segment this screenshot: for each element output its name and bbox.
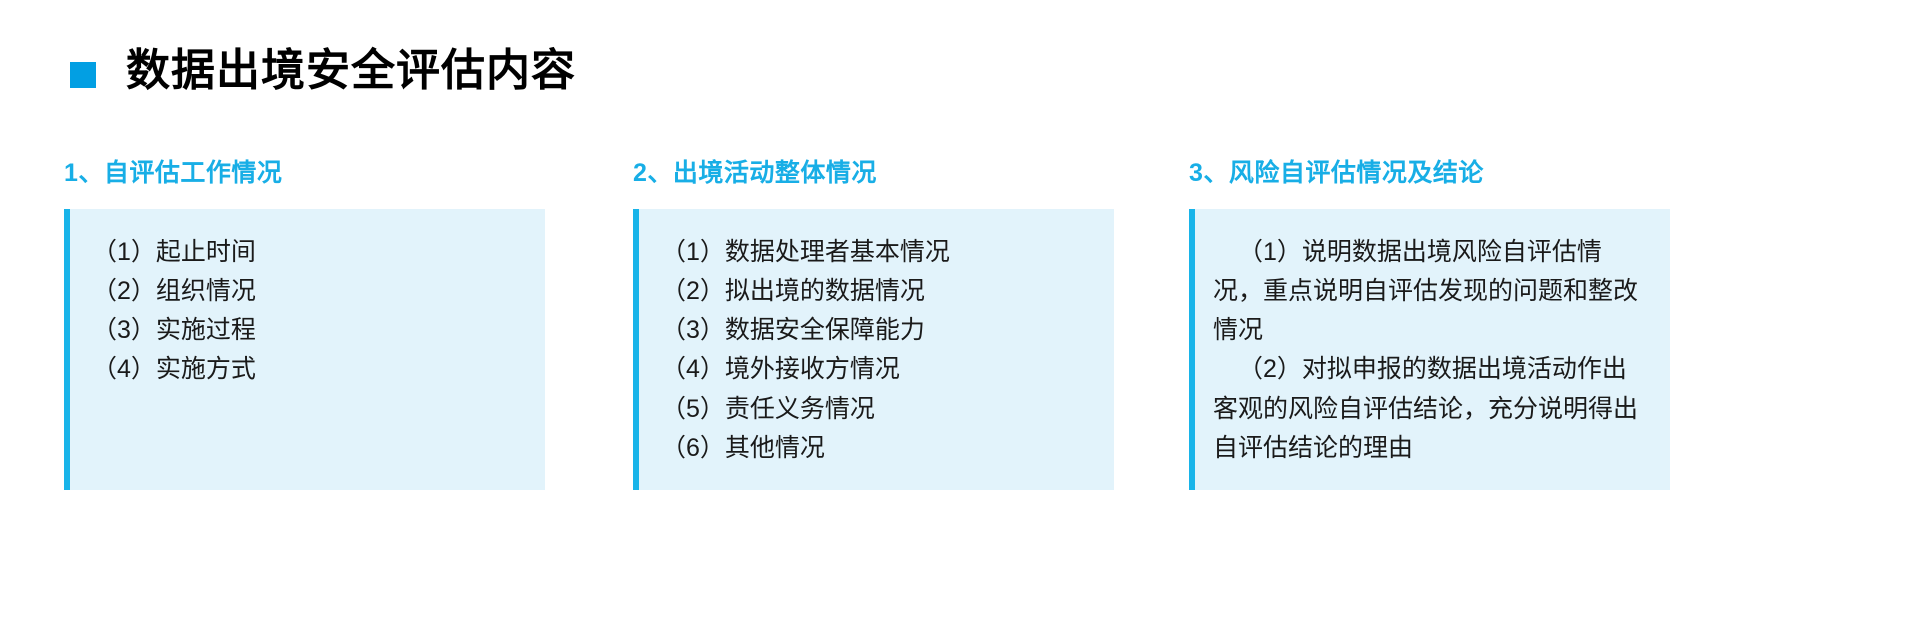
page-title: 数据出境安全评估内容 [126,46,576,95]
list-item: （4）实施方式 [92,355,256,384]
column-self-assessment-work: 1、自评估工作情况 （1）起止时间 （2）组织情况 （3）实施过程 （4）实施方… [64,159,545,490]
panel-2: （1）数据处理者基本情况 （2）拟出境的数据情况 （3）数据安全保障能力 （4）… [633,208,1114,490]
column-heading-2: 2、出境活动整体情况 [633,159,877,187]
list-item: （3）实施过程 [92,316,256,344]
paragraph-item: （1）说明数据出境风险自评估情况，重点说明自评估发现的问题和整改情况 [1213,237,1639,345]
panel-2-list: （1）数据处理者基本情况 （2）拟出境的数据情况 （3）数据安全保障能力 （4）… [657,233,1096,469]
list-item: （4）境外接收方情况 [661,355,900,384]
list-item: （3）数据安全保障能力 [661,316,925,344]
square-bullet-icon [70,62,96,88]
panel-1-list: （1）起止时间 （2）组织情况 （3）实施过程 （4）实施方式 [88,233,527,390]
column-risk-self-assessment-conclusion: 3、风险自评估情况及结论 （1）说明数据出境风险自评估情况，重点说明自评估发现的… [1189,159,1670,490]
list-item: （5）责任义务情况 [661,394,875,423]
list-item: （6）其他情况 [661,433,825,462]
list-item: （2）组织情况 [92,276,256,305]
column-outbound-activity-overview: 2、出境活动整体情况 （1）数据处理者基本情况 （2）拟出境的数据情况 （3）数… [633,159,1114,490]
panel-3: （1）说明数据出境风险自评估情况，重点说明自评估发现的问题和整改情况 （2）对拟… [1189,208,1670,490]
column-heading-1: 1、自评估工作情况 [64,159,283,187]
panel-1: （1）起止时间 （2）组织情况 （3）实施过程 （4）实施方式 [64,208,545,490]
slide-title-row: 数据出境安全评估内容 [70,42,576,100]
content-columns: 1、自评估工作情况 （1）起止时间 （2）组织情况 （3）实施过程 （4）实施方… [64,159,1684,490]
list-item: （1）数据处理者基本情况 [661,237,950,266]
paragraph-item: （2）对拟申报的数据出境活动作出客观的风险自评估结论，充分说明得出自评估结论的理… [1213,355,1639,462]
list-item: （2）拟出境的数据情况 [661,276,925,305]
list-item: （1）起止时间 [92,237,256,266]
column-heading-3: 3、风险自评估情况及结论 [1189,159,1484,187]
